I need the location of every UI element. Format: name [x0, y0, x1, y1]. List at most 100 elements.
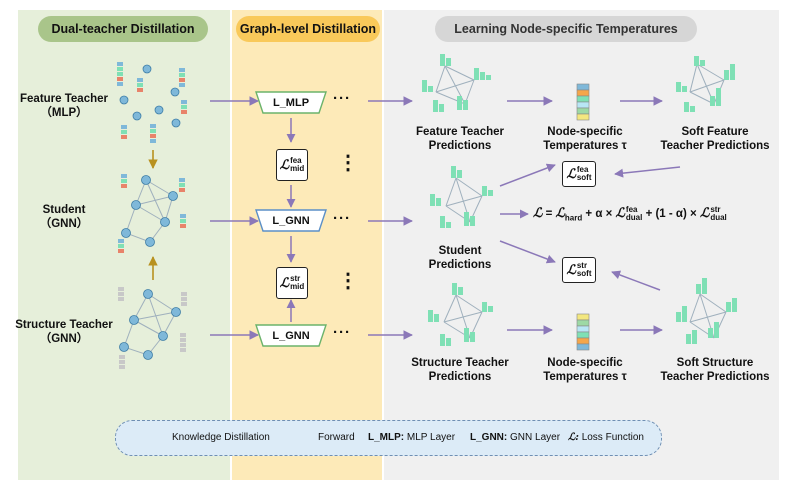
arrow-soft-feature-to-loss — [614, 166, 681, 178]
structure-teacher-model: （GNN） — [39, 333, 89, 345]
feature-teacher-predictions-graph — [422, 54, 491, 112]
structure-teacher-title: Structure Teacher — [15, 319, 113, 331]
str-pred-line1: Structure Teacher — [411, 357, 509, 369]
feature-teacher-model: （MLP） — [40, 107, 88, 119]
mlp-layer-label: L_MLP — [272, 97, 310, 109]
soft-fea-line2: Teacher Predictions — [660, 140, 770, 152]
structure-teacher-graph — [123, 293, 177, 356]
ellipsis-student: ··· — [333, 210, 351, 227]
fea-pred-line1: Feature Teacher — [416, 126, 504, 138]
temp-bot-line1: Node-specific — [547, 357, 623, 369]
legend-loss: ℒ: Loss Function — [568, 432, 644, 443]
legend-kd-label: Knowledge Distillation — [172, 432, 270, 443]
soft-str-loss-sub: soft — [576, 269, 592, 278]
soft-fea-loss-sup: fea — [576, 165, 589, 174]
ellipsis-feature: ··· — [333, 90, 351, 107]
eq-dual-fea-symbol: ℒ — [615, 206, 625, 222]
legend-loss-desc: Loss Function — [581, 432, 644, 443]
soft-fea-loss-symbol: ℒ — [566, 166, 576, 182]
arrow-student-to-soft-str-loss — [499, 240, 556, 264]
vdots-lower: ⋮ — [338, 270, 359, 292]
feature-teacher-title: Feature Teacher — [20, 93, 108, 105]
soft-feature-predictions-graph — [676, 56, 735, 112]
structure-teacher-label: Structure Teacher （GNN） — [14, 318, 114, 346]
temperature-vector-top — [576, 83, 590, 121]
eq-hard-symbol: ℒ — [555, 206, 565, 222]
eq-one-minus-alpha-term: + (1 - α) × — [645, 208, 697, 221]
legend-mlp: L_MLP: MLP Layer — [368, 432, 455, 443]
str-pred-line2: Predictions — [428, 371, 492, 383]
eq-alpha-term: + α × — [585, 208, 613, 221]
stu-pred-line1: Student — [438, 245, 482, 257]
mid-fea-loss-symbol: ℒ — [279, 157, 290, 173]
legend-mlp-desc: MLP Layer — [406, 432, 456, 443]
eq-dual-str-sub: dual — [710, 213, 727, 222]
feature-vector-stack — [117, 62, 187, 143]
legend-loss-key: ℒ: — [568, 432, 579, 443]
mid-str-loss-sup: str — [290, 274, 301, 283]
mid-fea-loss-sub: mid — [290, 164, 305, 173]
soft-str-loss-sup: str — [576, 261, 588, 270]
dual-teacher-header: Dual-teacher Distillation — [38, 16, 208, 42]
student-predictions-graph — [430, 166, 493, 228]
arrow-soft-structure-to-loss — [611, 270, 661, 291]
soft-structure-label: Soft Structure Teacher Predictions — [650, 356, 780, 384]
soft-fea-line1: Soft Feature — [681, 126, 749, 138]
student-predictions-label: Student Predictions — [410, 244, 510, 272]
graph-level-header: Graph-level Distillation — [236, 16, 380, 42]
structure-gnn-layer-label: L_GNN — [272, 330, 310, 342]
student-nodes — [118, 174, 186, 253]
eq-dual-str-sup: str — [710, 205, 721, 214]
arrow-student-to-soft-fea-loss — [499, 163, 556, 187]
structure-teacher-predictions-label: Structure Teacher Predictions — [400, 356, 520, 384]
fea-pred-line2: Predictions — [428, 140, 492, 152]
learning-temperature-header: Learning Node-specific Temperatures — [435, 16, 697, 42]
temp-top-line1: Node-specific — [547, 126, 623, 138]
feature-teacher-predictions-label: Feature Teacher Predictions — [405, 125, 515, 153]
legend-gnn: L_GNN: GNN Layer — [470, 432, 560, 443]
mlp-layer-shape — [255, 91, 327, 114]
student-graph — [125, 179, 174, 243]
stu-pred-line2: Predictions — [428, 259, 492, 271]
legend-gnn-key: L_GNN: — [470, 432, 508, 443]
student-label: Student （GNN） — [14, 203, 114, 231]
graph-level-panel — [232, 10, 382, 480]
structure-teacher-nodes — [118, 287, 187, 369]
legend-forward-label: Forward — [318, 432, 355, 443]
soft-str-line1: Soft Structure — [676, 357, 754, 369]
student-model: （GNN） — [39, 218, 89, 230]
structure-gnn-layer-shape — [255, 324, 327, 347]
temperature-bottom-label: Node-specific Temperatures τ — [530, 356, 640, 384]
temperature-vector-bottom — [576, 313, 590, 351]
eq-dual-fea-sup: fea — [625, 205, 638, 214]
student-gnn-layer-shape — [255, 209, 327, 232]
legend-box — [115, 420, 662, 456]
ellipsis-structure: ··· — [333, 324, 351, 341]
temperature-top-label: Node-specific Temperatures τ — [530, 125, 640, 153]
structure-teacher-predictions-graph — [428, 283, 493, 346]
mid-fea-loss-sup: fea — [290, 156, 302, 165]
temp-bot-line2: Temperatures τ — [543, 371, 627, 383]
student-title: Student — [42, 204, 86, 216]
temp-top-line2: Temperatures τ — [543, 140, 627, 152]
eq-lhs: ℒ — [533, 206, 543, 222]
vdots-upper: ⋮ — [338, 152, 359, 174]
soft-fea-loss-sub: soft — [576, 173, 592, 182]
mid-str-loss-symbol: ℒ — [279, 275, 290, 291]
eq-dual-fea-sub: dual — [625, 213, 643, 222]
soft-str-line2: Teacher Predictions — [660, 371, 770, 383]
soft-structure-predictions-graph — [676, 278, 737, 344]
legend-mlp-key: L_MLP: — [368, 432, 405, 443]
mid-str-loss-sub: mid — [290, 282, 305, 291]
legend-gnn-desc: GNN Layer — [510, 432, 561, 443]
eq-dual-str-symbol: ℒ — [699, 206, 710, 222]
soft-feature-label: Soft Feature Teacher Predictions — [650, 125, 780, 153]
